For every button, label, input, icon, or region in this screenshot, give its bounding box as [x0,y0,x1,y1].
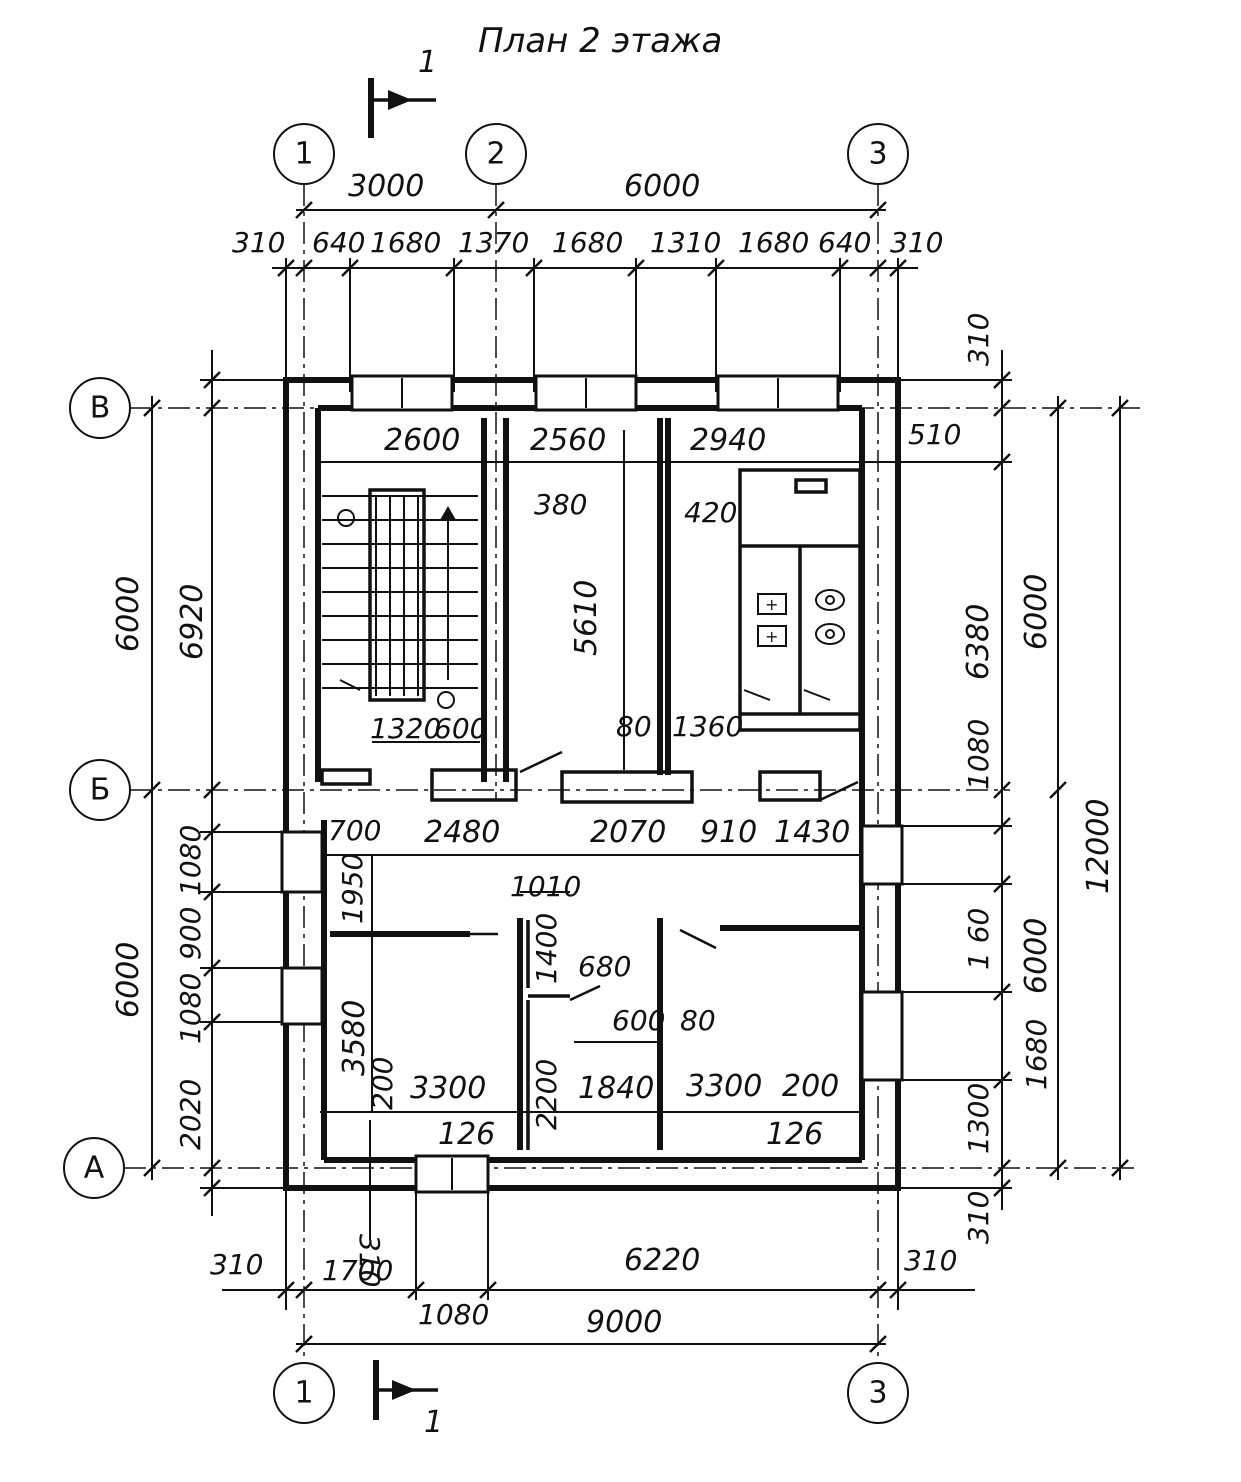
dim-inner-2560: 2560 [530,423,606,458]
dim-inner-2940: 2940 [690,423,766,458]
dim-inner-80a: 80 [616,710,652,743]
svg-text:2: 2 [486,137,505,172]
dim-inner-126a: 126 [438,1117,495,1152]
dim-right-1080: 1080 [962,719,995,790]
dim-inner-600b: 600 [612,1004,665,1037]
dim-inner-1400: 1400 [530,913,563,984]
dim-right-6000b: 6000 [1019,918,1054,994]
section-label-top: 1 [418,45,437,80]
dim-right-510: 510 [908,418,961,451]
svg-text:+: + [765,627,778,646]
dim-top-1680c: 1680 [738,226,809,259]
dim-inner-80b: 80 [680,1004,716,1037]
dim-inner-1430: 1430 [774,815,850,850]
dim-left-1080b: 1080 [174,973,207,1044]
dim-inner-700: 700 [328,814,381,847]
dim-top-1680b: 1680 [552,226,623,259]
axis-bubble-col3-bottom: 3 [847,1362,909,1424]
dim-top-1310: 1310 [650,226,721,259]
svg-text:3: 3 [868,1376,887,1411]
dim-inner-5610: 5610 [569,580,604,656]
dim-right-310a: 310 [962,313,995,366]
dim-top-310a: 310 [232,226,285,259]
dim-left-6920: 6920 [175,584,210,660]
dim-left-1080a: 1080 [174,825,207,896]
dim-right-12000: 12000 [1081,799,1116,894]
dim-left-2020: 2020 [174,1079,207,1150]
dim-right-6380: 6380 [961,604,996,680]
dim-bottom-9000: 9000 [586,1305,662,1340]
svg-text:В: В [90,391,111,426]
interior-walls [320,418,860,1150]
dim-inner-3580: 3580 [337,1000,372,1076]
window-openings [280,374,904,1194]
axis-bubble-row-a: А [63,1137,125,1199]
sanitary-block: + + [738,468,862,732]
svg-text:+: + [765,595,778,614]
dim-inner-200a: 200 [366,1057,399,1110]
dim-inner-1360: 1360 [672,710,743,743]
dim-bottom-6220: 6220 [624,1243,700,1278]
dim-inner-1320: 1320 [370,712,441,745]
dim-inner-310: 310 [353,1234,386,1287]
dim-bottom-1080: 1080 [418,1298,489,1331]
dim-right-310b: 310 [962,1191,995,1244]
dim-inner-380: 380 [534,488,587,521]
dim-inner-1010: 1010 [510,870,581,903]
dim-right-1680: 1680 [1020,1019,1053,1090]
dim-left-6000b: 6000 [111,942,146,1018]
dim-inner-1950: 1950 [336,853,369,924]
dim-top-1680a: 1680 [370,226,441,259]
dim-left-900: 900 [174,907,207,960]
dim-top-640a: 640 [312,226,365,259]
axis-bubble-col1-bottom: 1 [273,1362,335,1424]
dim-inner-420: 420 [684,496,737,529]
dim-top-640b: 640 [818,226,871,259]
dim-inner-3300a: 3300 [410,1071,486,1106]
dim-bottom-310b: 310 [904,1244,957,1277]
plan-title: План 2 этажа [478,21,722,61]
section-mark-top: 1 [368,45,437,138]
svg-text:Б: Б [90,773,111,808]
dim-inner-126b: 126 [766,1117,823,1152]
dim-top-3000: 3000 [348,169,424,204]
dim-top-1370: 1370 [458,226,529,259]
dim-inner-2200: 2200 [530,1059,563,1130]
dim-inner-2480: 2480 [424,815,500,850]
dim-right-160: 1 60 [962,908,995,970]
dim-inner-600a: 600 [434,712,487,745]
svg-text:А: А [84,1151,105,1186]
dimension-lines [143,201,1129,1353]
dim-right-1300: 1300 [962,1083,995,1154]
dim-bottom-1700: 1700 [322,1254,393,1287]
dim-inner-3300b: 3300 [686,1069,762,1104]
section-label-bottom: 1 [424,1405,443,1440]
staircase [322,488,478,709]
dim-inner-680: 680 [578,950,631,983]
svg-text:1: 1 [294,1376,313,1411]
dim-inner-2600: 2600 [384,423,460,458]
axis-bubble-col3-top: 3 [847,123,909,185]
axis-bubble-row-v: В [69,377,131,439]
dim-bottom-310a: 310 [210,1248,263,1281]
axis-bubble-row-b: Б [69,759,131,821]
dim-inner-200b: 200 [782,1069,839,1104]
svg-text:3: 3 [868,137,887,172]
dim-inner-2070: 2070 [590,815,666,850]
dim-top-6000: 6000 [624,169,700,204]
dim-inner-1840: 1840 [578,1071,654,1106]
svg-text:1: 1 [294,137,313,172]
axis-bubble-col2-top: 2 [465,123,527,185]
dim-top-310b: 310 [890,226,943,259]
door-leaves [470,750,859,1002]
dim-right-6000a: 6000 [1019,574,1054,650]
section-mark-bottom: 1 [373,1360,443,1440]
axis-bubble-col1-top: 1 [273,123,335,185]
dim-inner-910: 910 [700,815,757,850]
dim-left-6000a: 6000 [111,576,146,652]
